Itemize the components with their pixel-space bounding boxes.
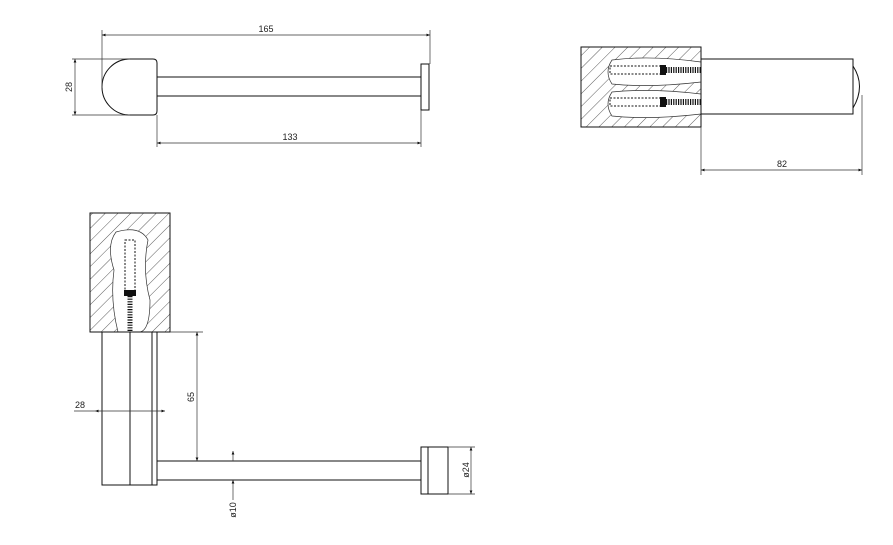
dimension-d24: ø24 [461, 462, 471, 478]
anchor-cavity-2 [607, 90, 702, 118]
dimension-28-front: 28 [75, 400, 85, 410]
anchor-cavity-front [110, 229, 151, 333]
end-cap-front [420, 446, 449, 495]
dimension-165: 165 [258, 24, 273, 34]
holder-head [101, 58, 158, 116]
dimension-d10: ø10 [228, 502, 238, 518]
anchor-cavity-1 [607, 57, 702, 86]
end-cap [420, 63, 430, 111]
dimension-133: 133 [282, 132, 297, 142]
front-view: 65 28 ø10 ø24 [74, 212, 475, 518]
side-view: 82 [580, 46, 863, 175]
dimension-82: 82 [777, 159, 787, 169]
holder-body [700, 58, 854, 115]
wall-anchor-icon [609, 65, 701, 107]
screw-icon [124, 239, 136, 332]
top-view: 165 28 133 [64, 24, 431, 147]
dimension-28-top: 28 [64, 82, 74, 92]
dimension-65: 65 [186, 392, 196, 402]
